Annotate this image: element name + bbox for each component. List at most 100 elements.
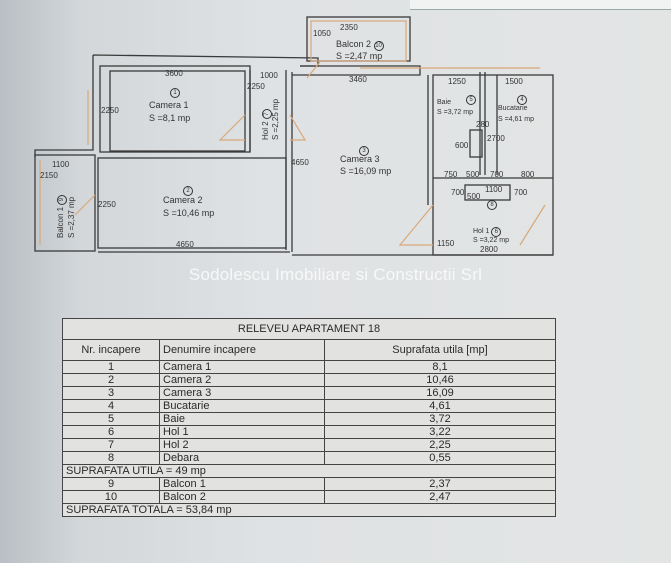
bucatarie-area: S =4,61 mp (498, 116, 534, 123)
dim-2250: 2250 (101, 106, 119, 115)
cell-area: 0,55 (324, 451, 556, 465)
balcon1-label: Balcon 1 9 (56, 194, 67, 238)
camera3-area: S =16,09 mp (340, 166, 392, 176)
cell-nr: 7 (62, 438, 160, 452)
header-denumire: Denumire incapere (159, 339, 325, 361)
dim-4650: 4650 (176, 240, 194, 249)
header-nr: Nr. incapere (62, 339, 160, 361)
total-row: SUPRAFATA TOTALA = 53,84 mp (62, 503, 556, 517)
cell-name: Debara (159, 451, 325, 465)
dim-2350: 2350 (340, 23, 358, 32)
cell-area: 3,72 (324, 412, 556, 426)
dim-700: 700 (514, 188, 528, 197)
area-table: RELEVEU APARTAMENT 18 Nr. incapere Denum… (62, 318, 556, 517)
dim-1250: 1250 (448, 77, 466, 86)
bucatarie-name: Bucatarie (498, 105, 528, 112)
dim-500: 500 (467, 192, 481, 201)
dim-2250: 2250 (98, 200, 116, 209)
balcon1-area: S =2,37 mp (67, 196, 76, 238)
room-number-badge: 2 (183, 186, 193, 196)
dim-1100: 1100 (485, 185, 503, 194)
dim-1150: 1150 (437, 239, 455, 248)
room-number-badge: 10 (373, 41, 384, 51)
cell-area: 16,09 (324, 386, 556, 400)
hol1-label: Hol 1 6 (473, 227, 502, 237)
dim-1000: 1000 (260, 71, 278, 80)
cell-area: 4,61 (324, 399, 556, 413)
cell-name: Camera 2 (159, 373, 325, 387)
camera2-name: Camera 2 (163, 195, 203, 205)
cell-name: Balcon 2 (159, 490, 325, 504)
cell-name: Balcon 1 (159, 477, 325, 491)
dim-4650: 4650 (291, 158, 309, 167)
hol2-area: S =2,25 mp (271, 98, 280, 140)
hol1-area: S =3,22 mp (473, 237, 509, 244)
dim-500: 500 (466, 170, 480, 179)
room-number-badge: 6 (491, 227, 502, 237)
dim-1500: 1500 (505, 77, 523, 86)
dim-2700: 2700 (487, 134, 505, 143)
dim-2150: 2150 (40, 171, 58, 180)
hol2-name: Hol 2 (261, 121, 270, 140)
cell-area: 2,25 (324, 438, 556, 452)
dim-1050: 1050 (313, 29, 331, 38)
cell-nr: 9 (62, 477, 160, 491)
cell-area: 2,47 (324, 490, 556, 504)
dim-1100: 1100 (52, 160, 70, 169)
subtotal-row: SUPRAFATA UTILA = 49 mp (62, 464, 556, 478)
baie-name: Baie (437, 99, 452, 106)
room-number-badge: 3 (359, 146, 369, 156)
dim-750: 750 (444, 170, 458, 179)
camera3-name: Camera 3 (340, 154, 380, 164)
camera1-name: Camera 1 (149, 100, 189, 110)
camera2-area: S =10,46 mp (163, 208, 215, 218)
paper-edge (410, 0, 671, 10)
balcon2-label: Balcon 2 10 (336, 40, 384, 51)
cell-name: Camera 3 (159, 386, 325, 400)
watermark: Sodolescu Imobiliare si Constructii Srl (188, 265, 483, 284)
room-number-badge: 4 (517, 95, 527, 105)
cell-nr: 8 (62, 451, 160, 465)
cell-nr: 2 (62, 373, 160, 387)
hol1-name: Hol 1 (473, 228, 490, 235)
cell-area: 3,22 (324, 425, 556, 439)
dim-2250: 2250 (247, 82, 265, 91)
cell-nr: 5 (62, 412, 160, 426)
cell-area: 8,1 (324, 360, 556, 374)
cell-name: Baie (159, 412, 325, 426)
baie-area: S =3,72 mp (437, 109, 473, 116)
room-number-badge: 1 (170, 88, 180, 98)
cell-name: Bucatarie (159, 399, 325, 413)
dim-700: 700 (451, 188, 465, 197)
dim-600: 600 (455, 141, 469, 150)
room-number-badge: 8 (487, 200, 497, 210)
dim-280: 280 (476, 120, 490, 129)
camera1-area: S =8,1 mp (149, 113, 191, 123)
cell-nr: 6 (62, 425, 160, 439)
cell-name: Hol 1 (159, 425, 325, 439)
cell-area: 2,37 (324, 477, 556, 491)
floor-plan (34, 16, 554, 256)
cell-nr: 10 (62, 490, 160, 504)
dim-700: 700 (490, 170, 504, 179)
dim-800: 800 (521, 170, 535, 179)
dim-3600: 3600 (165, 69, 183, 78)
room-number-badge: 5 (466, 95, 476, 105)
dim-2800: 2800 (480, 245, 498, 254)
cell-nr: 3 (62, 386, 160, 400)
cell-nr: 4 (62, 399, 160, 413)
cell-area: 10,46 (324, 373, 556, 387)
balcon2-name: Balcon 2 (336, 39, 372, 49)
room-number-badge: 9 (57, 194, 67, 205)
cell-name: Hol 2 (159, 438, 325, 452)
